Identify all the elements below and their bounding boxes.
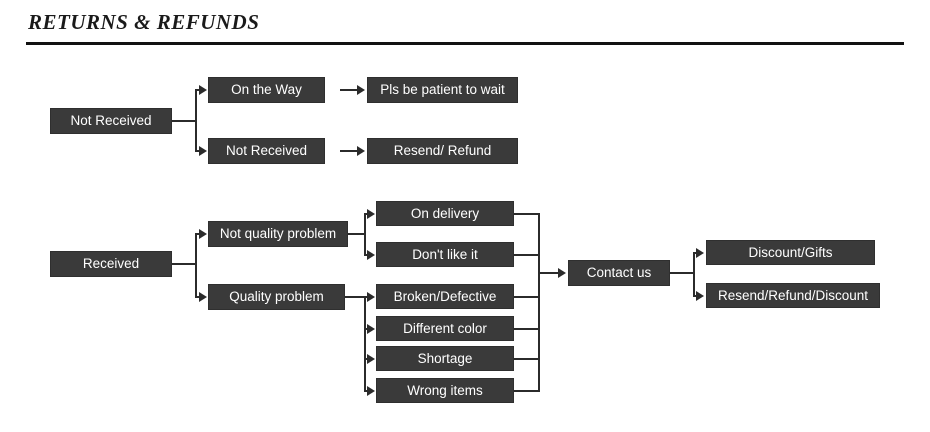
connector-contact-us-stub: [670, 272, 694, 274]
connector-different-color-merge: [514, 328, 540, 330]
node-dont-like-it[interactable]: Don't like it: [376, 242, 514, 267]
node-not-received-root[interactable]: Not Received: [50, 108, 172, 134]
arrowhead-dont-like-it: [367, 250, 375, 260]
node-received-root[interactable]: Received: [50, 251, 172, 277]
connector-broken-merge: [514, 296, 540, 298]
node-different-color[interactable]: Different color: [376, 316, 514, 341]
arrowhead-discount-gifts: [696, 248, 704, 258]
arrowhead-on-the-way: [199, 85, 207, 95]
header-divider: [26, 42, 904, 45]
connector-on-the-way-to-pls: [340, 89, 359, 91]
connector-received-spine: [195, 233, 197, 297]
connector-to-on-the-way: [195, 89, 202, 91]
node-not-received-child[interactable]: Not Received: [208, 138, 325, 164]
connector-nqp-stub: [348, 233, 365, 235]
connector-shortage-merge: [514, 358, 540, 360]
page-title: RETURNS & REFUNDS: [28, 10, 260, 34]
node-quality-problem[interactable]: Quality problem: [208, 284, 345, 310]
arrowhead-wrong-items: [367, 386, 375, 396]
arrowhead-resend-refund-discount: [696, 291, 704, 301]
arrowhead-shortage: [367, 354, 375, 364]
arrowhead-different-color: [367, 324, 375, 334]
connector-to-quality-problem: [195, 296, 202, 298]
connector-not-received-spine: [195, 90, 197, 151]
connector-outcome-spine: [693, 252, 695, 296]
arrowhead-not-received-child: [199, 146, 207, 156]
connector-not-received-stub: [172, 120, 196, 122]
node-resend-refund[interactable]: Resend/ Refund: [367, 138, 518, 164]
connector-received-stub: [172, 263, 196, 265]
connector-nqp-spine: [364, 213, 366, 255]
node-shortage[interactable]: Shortage: [376, 346, 514, 371]
arrowhead-quality-problem: [199, 292, 207, 302]
node-on-the-way[interactable]: On the Way: [208, 77, 325, 103]
arrowhead-contact-us: [558, 268, 566, 278]
connector-wrong-items-merge: [514, 390, 540, 392]
node-discount-gifts[interactable]: Discount/Gifts: [706, 240, 875, 265]
node-not-quality-problem[interactable]: Not quality problem: [208, 221, 348, 247]
arrowhead-on-delivery: [367, 209, 375, 219]
connector-to-not-received-child: [195, 150, 202, 152]
connector-to-not-quality-problem: [195, 233, 202, 235]
node-pls-be-patient-to-wait[interactable]: Pls be patient to wait: [367, 77, 518, 103]
connector-merge-spine: [538, 213, 540, 392]
node-on-delivery[interactable]: On delivery: [376, 201, 514, 226]
connector-qp-stub: [345, 296, 365, 298]
connector-qp-spine: [364, 296, 366, 391]
connector-merge-to-contact-us: [538, 272, 560, 274]
connector-dont-like-it-merge: [514, 254, 540, 256]
arrowhead-resend-refund: [357, 146, 365, 156]
connector-on-delivery-merge: [514, 213, 540, 215]
arrowhead-broken-defective: [367, 292, 375, 302]
node-broken-defective[interactable]: Broken/Defective: [376, 284, 514, 309]
connector-not-received-to-resend: [340, 150, 359, 152]
node-wrong-items[interactable]: Wrong items: [376, 378, 514, 403]
node-resend-refund-discount[interactable]: Resend/Refund/Discount: [706, 283, 880, 308]
node-contact-us[interactable]: Contact us: [568, 260, 670, 286]
arrowhead-pls-be-patient: [357, 85, 365, 95]
arrowhead-not-quality-problem: [199, 229, 207, 239]
